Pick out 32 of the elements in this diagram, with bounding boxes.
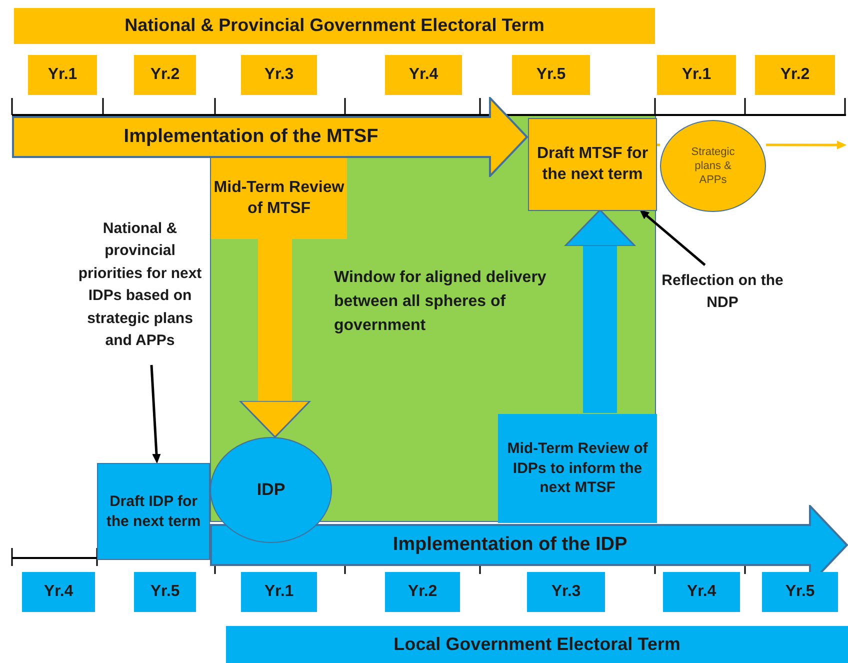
process-box: Mid-Term Review of MTSF	[211, 158, 347, 239]
arrow	[150, 364, 161, 464]
year-box: Yr.3	[527, 572, 605, 612]
year-box: Yr.2	[134, 55, 196, 95]
arrow	[766, 140, 846, 150]
block-arrow	[564, 209, 636, 413]
year-box: Yr.4	[385, 55, 462, 95]
year-box: Yr.2	[755, 55, 835, 95]
process-box: Draft IDP for the next term	[97, 463, 210, 560]
year-box: Yr.5	[762, 572, 838, 612]
year-box: Yr.4	[663, 572, 740, 612]
year-box: Yr.2	[385, 572, 460, 612]
term-band: National & Provincial Government Electoral Term	[14, 8, 655, 44]
year-box: Yr.5	[134, 572, 196, 612]
block-arrow	[239, 238, 311, 438]
year-box: Yr.5	[512, 55, 590, 95]
area-label: Window for aligned delivery between all spheres of government	[334, 268, 548, 336]
annotation-text: National & provincial priorities for next IDPs based on strategic plans and APPs	[74, 205, 206, 365]
term-band: Local Government Electoral Term	[226, 626, 848, 663]
year-box: Yr.3	[241, 55, 317, 95]
connector-line	[656, 144, 660, 146]
arrow-label: Implementation of the IDP	[392, 532, 628, 557]
process-box: Mid-Term Review of IDPs to inform the next MTSF	[498, 414, 657, 523]
arrow-label: Implementation of the MTSF	[124, 124, 380, 149]
process-box: Draft MTSF for the next term	[528, 118, 657, 211]
arrow	[640, 210, 706, 266]
annotation-text: Reflection on the NDP	[655, 265, 790, 319]
year-box: Yr.1	[241, 572, 317, 612]
year-box: Yr.1	[28, 55, 97, 95]
year-box: Yr.1	[657, 55, 736, 95]
ellipse-node: Strategic plans & APPs	[660, 120, 766, 212]
year-box: Yr.4	[22, 572, 95, 612]
